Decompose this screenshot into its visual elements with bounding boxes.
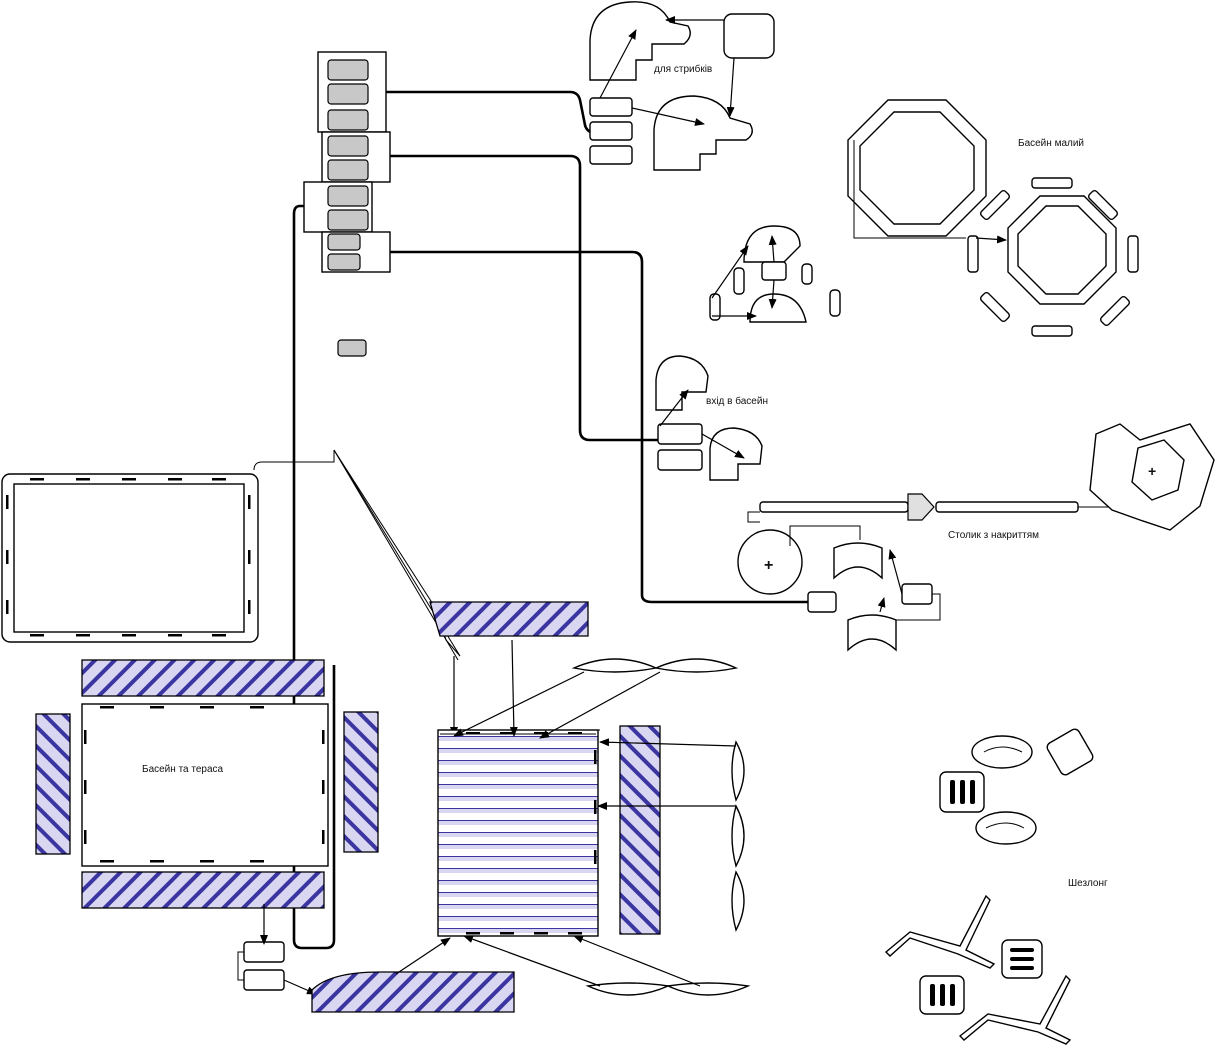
svg-text:+: + bbox=[764, 557, 773, 574]
label-pool-entry: вхід в басейн bbox=[706, 395, 768, 407]
label-table: Столик з накриттям bbox=[948, 530, 1039, 541]
label-small-pool: Басейн малий bbox=[1018, 138, 1084, 149]
deck-assembly bbox=[429, 601, 661, 937]
jump-assembly: для стрибків bbox=[589, 1, 775, 171]
label-lounger: Шезлонг bbox=[1068, 878, 1108, 889]
curved-parts bbox=[571, 658, 751, 996]
label-pool-terrace: Басейн та тераса bbox=[142, 764, 224, 775]
pool-entry-assembly: вхід в басейн bbox=[655, 355, 768, 481]
label-jump: для стрибків bbox=[654, 63, 712, 75]
svg-text:+: + bbox=[1148, 463, 1156, 479]
pool-terrace-assembly: Басейн та тераса bbox=[35, 659, 379, 909]
frame-panel-left bbox=[1, 473, 259, 643]
table-canopy-assembly: + + Столик з накриттям bbox=[737, 423, 1215, 652]
material-sheet-stack bbox=[303, 51, 391, 357]
hinge-parts bbox=[709, 225, 841, 323]
small-pool-assembly: Басейн малий bbox=[847, 99, 1139, 337]
lounger-assembly: Шезлонг bbox=[884, 728, 1108, 1045]
